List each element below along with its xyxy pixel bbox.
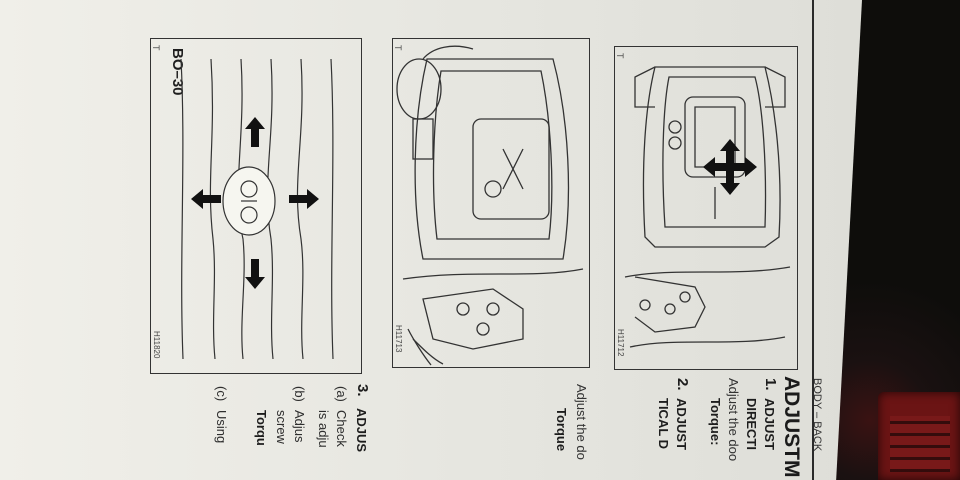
sub-step-b-label: (b) [292, 386, 307, 402]
figure-h11712: T H11712 [614, 46, 798, 370]
adjust-text-2: Adjust the do [574, 384, 589, 460]
figure-h11713-drawing [396, 45, 584, 366]
step-1-title: ADJUST [762, 398, 777, 451]
figure-h11713-label: T [393, 45, 403, 51]
figure-h11820: T H11820 [150, 38, 362, 374]
figure-h11820-code: H11820 [152, 331, 161, 359]
step-1-number: 1. [762, 378, 779, 391]
sub-step-a-label: (a) [334, 386, 349, 402]
sub-step-c-label: (c) [214, 386, 229, 402]
sub-step-b-line1: Adjus [292, 410, 307, 443]
figure-h11712-drawing [624, 66, 791, 348]
torque-label-1: Torque: [708, 398, 723, 446]
figure-h11713-code: H11713 [394, 325, 403, 353]
adjust-text-1: Adjust the doo [726, 378, 741, 462]
figure-h11820-drawing [180, 58, 334, 360]
step-1-title-cont: DIRECTI [744, 398, 759, 450]
step-2-number: 2. [674, 378, 691, 391]
torque-label-2: Torque [554, 408, 569, 452]
figure-h11713: T H11713 [392, 38, 590, 368]
figure-h11820-label: T [151, 45, 161, 51]
sub-step-b-line2: screw [274, 410, 289, 444]
step-3-title: ADJUS [354, 408, 369, 453]
sub-step-c-line1: Using [214, 410, 229, 444]
step-3-number: 3. [354, 384, 371, 397]
red-object [878, 392, 960, 480]
figure-h11712-label: T [615, 53, 625, 59]
step-2-title-cont: TICAL D [656, 398, 671, 450]
figure-h11712-code: H11712 [616, 329, 625, 357]
sub-step-a-line2: is adju [316, 410, 331, 448]
manual-page: BO–30 BODY – BACK ADJUSTM 1. ADJUST DIRE… [0, 0, 862, 480]
section-heading: ADJUSTM [780, 376, 803, 478]
header-rule [812, 0, 814, 480]
step-2-title: ADJUST [674, 398, 689, 451]
torque-label-3: Torqu [254, 410, 269, 446]
sub-step-a-line1: Check [334, 410, 349, 447]
